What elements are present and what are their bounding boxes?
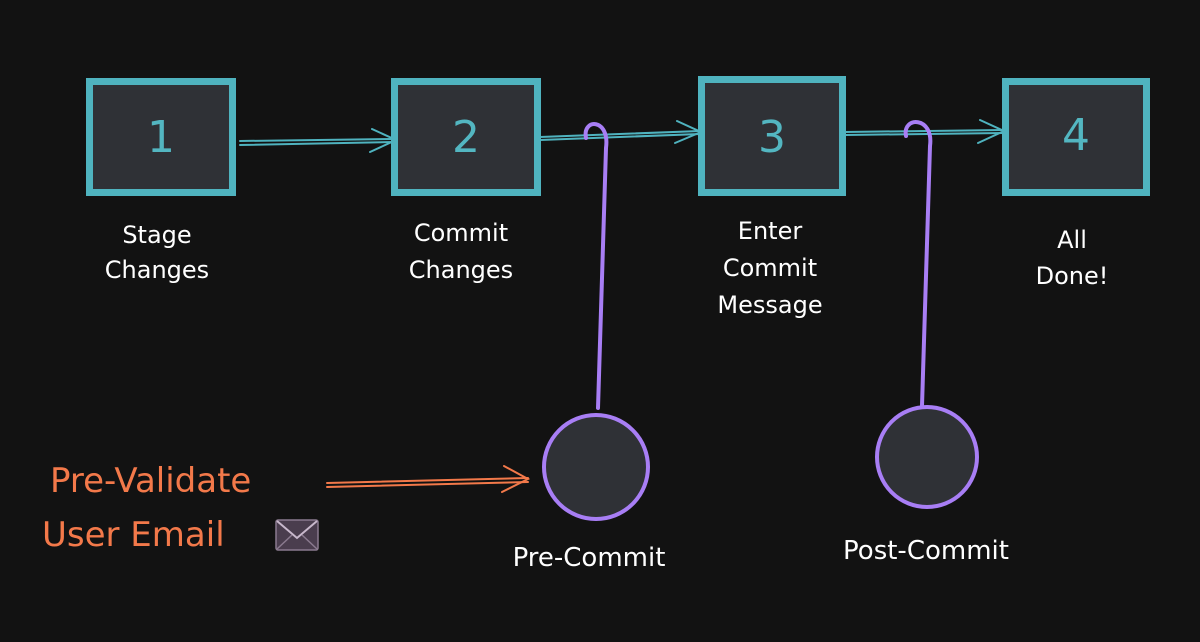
- hook-line: [903, 120, 933, 408]
- label-line: Commit: [723, 254, 817, 282]
- label-line: Stage: [122, 221, 191, 249]
- annotation-line: Pre-Validate: [50, 461, 251, 501]
- hook-label-pre-commit: Pre-Commit: [513, 543, 666, 573]
- label-line: Enter: [738, 217, 803, 245]
- label-line: Message: [717, 291, 822, 319]
- annotation-arrow: [326, 465, 531, 493]
- label-line: Changes: [409, 256, 513, 284]
- arrow-2-to-3: [539, 120, 704, 144]
- hook-node: [542, 413, 650, 521]
- step-label-1: Stage Changes: [105, 221, 209, 284]
- label-line: Done!: [1036, 262, 1109, 290]
- label-line: All: [1057, 226, 1087, 254]
- post-commit-hook: [875, 120, 979, 509]
- hook-node: [875, 405, 979, 509]
- step-number: 3: [758, 112, 786, 163]
- step-number: 4: [1062, 110, 1090, 161]
- step-box-4: 4: [1002, 78, 1150, 196]
- label-line: Changes: [105, 256, 209, 284]
- annotation-line: User Email: [42, 515, 225, 555]
- step-number: 2: [452, 112, 480, 163]
- pre-commit-hook: [542, 122, 650, 521]
- step-label-2: Commit Changes: [409, 219, 513, 284]
- hook-label-post-commit: Post-Commit: [843, 536, 1009, 566]
- step-box-1: 1: [86, 78, 236, 196]
- step-label-3: Enter Commit Message: [717, 217, 822, 319]
- annotation-text: Pre-Validate User Email: [42, 461, 251, 555]
- step-box-3: 3: [698, 76, 846, 196]
- step-label-4: All Done!: [1036, 226, 1109, 290]
- step-number: 1: [147, 112, 175, 163]
- step-box-2: 2: [391, 78, 541, 196]
- arrow-1-to-2: [239, 128, 399, 153]
- label-line: Commit: [414, 219, 508, 247]
- hook-line: [583, 122, 609, 410]
- envelope-icon: [275, 519, 319, 551]
